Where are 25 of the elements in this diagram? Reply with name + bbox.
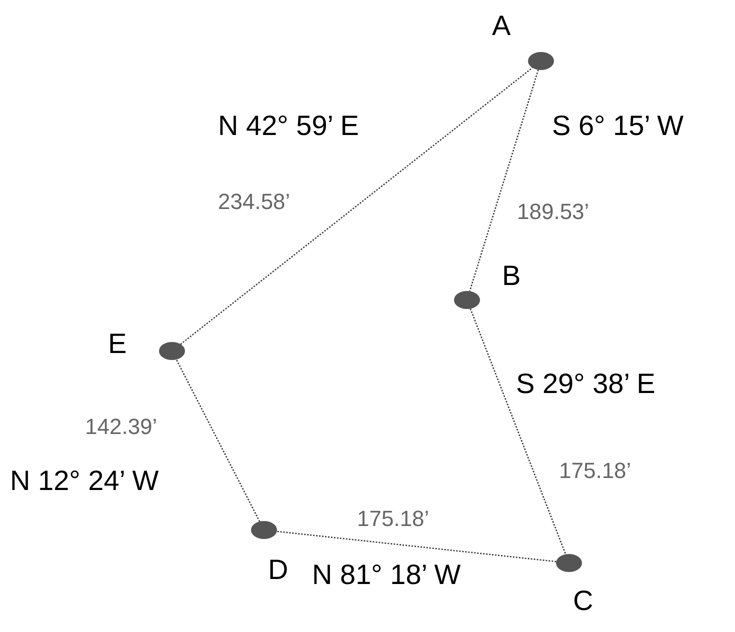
point-label: D	[268, 556, 288, 584]
survey-point	[454, 291, 480, 309]
traverse-line	[470, 308, 566, 555]
distance-label: 189.53’	[517, 201, 590, 223]
bearing-label: N 42° 59’ E	[218, 112, 359, 140]
bearing-label: N 81° 18’ W	[312, 561, 461, 589]
traverse-line	[176, 359, 260, 522]
survey-point	[556, 554, 582, 572]
traverse-line	[180, 67, 533, 345]
bearing-label: S 29° 38’ E	[516, 370, 656, 398]
traverse-line	[276, 530, 556, 562]
point-label: C	[573, 587, 594, 615]
bearing-label: N 12° 24’ W	[10, 467, 159, 495]
point-label: B	[502, 262, 521, 290]
point-label: E	[108, 330, 127, 358]
bearing-label: S 6° 15’ W	[552, 112, 684, 140]
survey-point	[251, 521, 277, 539]
point-label: A	[492, 12, 511, 40]
distance-label: 175.18’	[559, 460, 632, 482]
distance-label: 142.39’	[85, 416, 158, 438]
survey-point	[159, 342, 185, 360]
distance-label: 234.58’	[218, 191, 290, 213]
traverse-line	[469, 70, 539, 292]
survey-point	[528, 52, 554, 70]
distance-label: 175.18’	[357, 508, 430, 530]
